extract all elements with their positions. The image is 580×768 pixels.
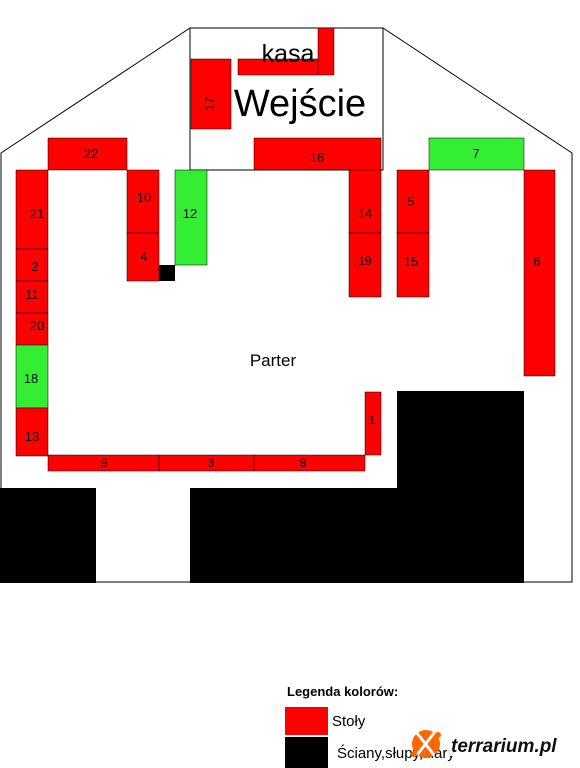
table-15-label: 15: [404, 254, 418, 269]
table-12-label: 12: [183, 206, 197, 221]
table-14-label: 14: [358, 206, 372, 221]
table-14[interactable]: [348, 169, 382, 234]
table-3-label: 3: [208, 456, 215, 470]
table-19-label: 19: [358, 254, 372, 268]
table-20-label: 20: [30, 318, 44, 333]
table-13[interactable]: [15, 407, 49, 457]
entrance-label: Wejście: [234, 83, 366, 125]
table-17-label: 17: [202, 97, 217, 111]
kasa-counter-side: [317, 27, 335, 76]
floor-label: Parter: [250, 351, 297, 370]
wall-bottom-middle: [190, 488, 398, 583]
legend-swatch-walls: [285, 737, 328, 768]
table-8[interactable]: [253, 454, 366, 472]
table-22[interactable]: [47, 137, 128, 171]
table-17[interactable]: [190, 58, 232, 130]
table-7-label: 7: [472, 146, 479, 161]
legend-swatch-tables: [285, 707, 328, 735]
table-4[interactable]: [126, 232, 160, 282]
table-10[interactable]: [126, 169, 160, 234]
table-8-label: 8: [300, 456, 307, 470]
table-21-label: 21: [30, 206, 44, 221]
table-11-label: 11: [25, 287, 39, 302]
legend-title: Legenda kolorów:: [287, 684, 398, 699]
table-5[interactable]: [396, 169, 430, 234]
wall-bottom-left: [0, 488, 96, 583]
table-22-label: 22: [84, 146, 98, 161]
tables-layer: 22 21 2 11 20 18 13 10 4 12 17 16 14 19 …: [15, 58, 556, 472]
table-1-label: 1: [369, 413, 376, 427]
table-3[interactable]: [158, 454, 255, 472]
table-10-label: 10: [137, 190, 151, 205]
table-18[interactable]: [15, 344, 49, 409]
table-20[interactable]: [15, 312, 49, 346]
table-1[interactable]: [364, 391, 382, 456]
terrarium-logo: terrarium.pl: [411, 730, 577, 758]
table-6[interactable]: [523, 169, 556, 377]
table-13-label: 13: [25, 429, 39, 444]
table-7[interactable]: [428, 137, 525, 171]
gecko-logo-icon: [411, 730, 441, 758]
table-15[interactable]: [396, 232, 430, 298]
pillar: [159, 265, 175, 281]
table-19[interactable]: [348, 232, 382, 298]
table-16-label: 16: [310, 150, 324, 165]
kasa-label: kasa: [262, 40, 315, 68]
table-5-label: 5: [407, 194, 414, 209]
table-11[interactable]: [15, 280, 49, 314]
table-4-label: 4: [140, 249, 147, 264]
logo-text: terrarium.pl: [451, 736, 557, 757]
legend-label-tables: Stoły: [332, 713, 366, 730]
table-9-label: 9: [101, 456, 108, 470]
table-21[interactable]: [15, 169, 49, 250]
table-6-label: 6: [533, 254, 540, 269]
table-12[interactable]: [174, 169, 208, 266]
wall-bottom-right: [397, 391, 524, 583]
table-2-label: 2: [31, 259, 38, 274]
table-16[interactable]: [253, 137, 382, 171]
table-18-label: 18: [24, 371, 38, 386]
